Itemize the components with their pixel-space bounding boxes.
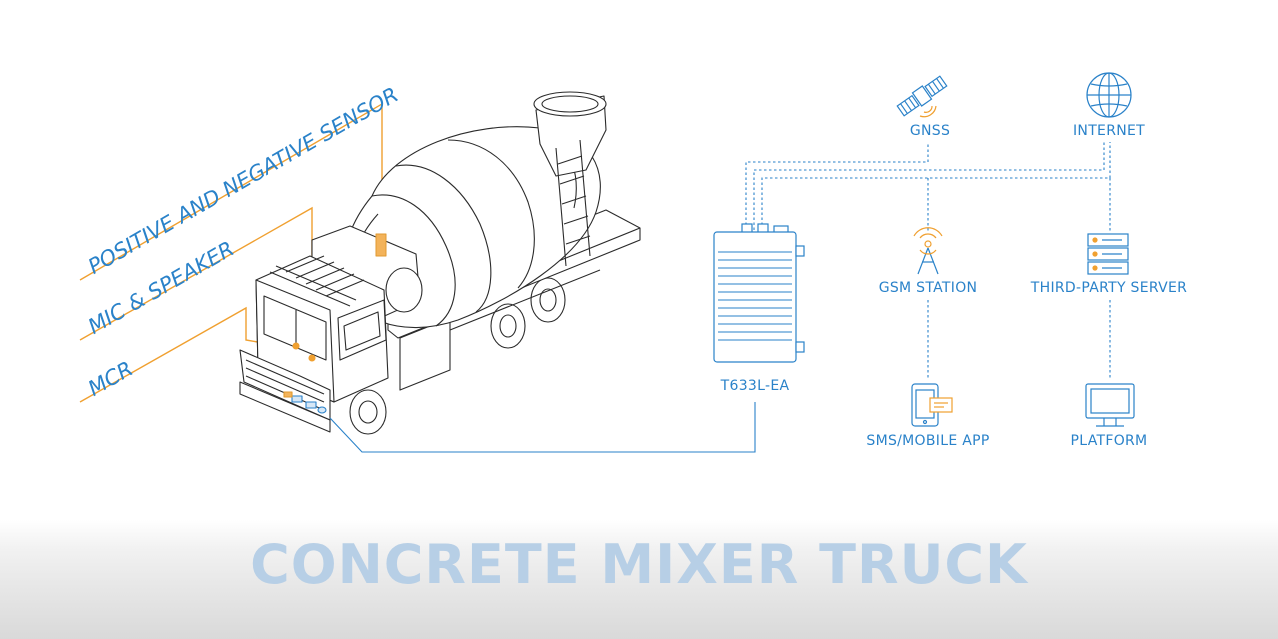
label-gnss: GNSS <box>909 123 951 139</box>
connection-lines <box>329 142 1111 453</box>
globe-icon <box>1086 72 1132 118</box>
label-gsm-station: GSM STATION <box>878 280 978 296</box>
gsm-tower-icon <box>913 227 943 275</box>
truck-cab <box>239 255 389 433</box>
label-platform: PLATFORM <box>1070 433 1148 449</box>
hopper <box>533 91 607 177</box>
ladder <box>555 139 591 267</box>
concrete-mixer-truck-illustration <box>239 91 641 435</box>
server-icon <box>1087 233 1129 275</box>
satellite-icon <box>896 75 948 118</box>
internet-link-2 <box>761 142 1111 230</box>
rear-wheel <box>490 277 566 349</box>
label-sms-mobile-app: SMS/MOBILE APP <box>866 433 990 449</box>
label-internet: INTERNET <box>1073 123 1145 139</box>
front-wheel <box>349 389 387 435</box>
t633l-ea-device <box>713 223 805 363</box>
label-device: T633L-EA <box>720 378 790 394</box>
internet-link-1 <box>753 142 1105 230</box>
truck-to-device-cable <box>329 402 756 453</box>
label-third-party-server: THIRD-PARTY SERVER <box>1030 280 1188 296</box>
bottom-gradient-band <box>0 520 1278 639</box>
monitor-icon <box>1085 383 1135 427</box>
mobile-phone-icon <box>911 383 953 427</box>
footer-title: CONCRETE MIXER TRUCK <box>250 533 1028 596</box>
gnss-link <box>745 142 929 230</box>
